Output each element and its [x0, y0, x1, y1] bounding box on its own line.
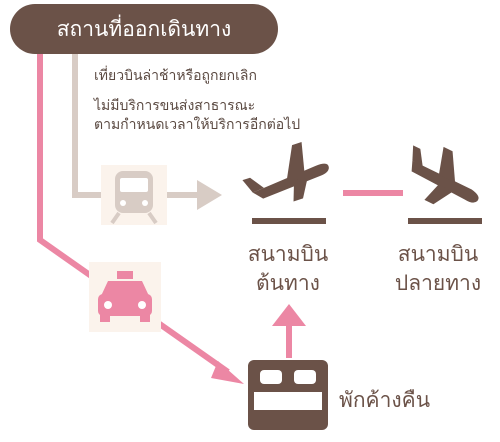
- train-route-arrowhead: [197, 180, 222, 210]
- overnight-stay-label: พักค้างคืน: [339, 388, 431, 412]
- origin-airport-label: สนามบิน ต้นทาง: [228, 240, 348, 298]
- origin-airport-line2: ต้นทาง: [256, 271, 320, 295]
- destination-airport-label: สนามบิน ปลายทาง: [376, 240, 500, 298]
- arrival-ground-line: [408, 218, 482, 224]
- taxi-route-line: [37, 54, 230, 375]
- bed-icon: [248, 360, 328, 430]
- hotel-to-airport-arrowhead: [272, 304, 306, 326]
- flight-delay-note: เที่ยวบินล่าช้าหรือถูกยกเลิก: [94, 68, 257, 84]
- departure-ground-line: [252, 218, 326, 224]
- taxi-icon: [89, 262, 161, 332]
- airplane-departure-icon: [242, 142, 329, 202]
- airplane-arrival-icon: [411, 145, 479, 205]
- title-text: สถานที่ออกเดินทาง: [56, 16, 232, 41]
- no-transport-note-line1: ไม่มีบริการขนส่งสาธารณะ: [94, 98, 256, 114]
- no-transport-note-line2: ตามกำหนดเวลาให้บริการอีกต่อไป: [94, 117, 301, 133]
- train-icon: [101, 165, 167, 225]
- destination-airport-line2: ปลายทาง: [394, 271, 482, 295]
- departure-location-title: สถานที่ออกเดินทาง: [10, 4, 278, 54]
- no-transport-note: ไม่มีบริการขนส่งสาธารณะ ตามกำหนดเวลาให้บ…: [94, 97, 300, 135]
- taxi-route-arrowhead: [211, 361, 244, 384]
- origin-airport-line1: สนามบิน: [247, 242, 329, 266]
- destination-airport-line1: สนามบิน: [397, 242, 479, 266]
